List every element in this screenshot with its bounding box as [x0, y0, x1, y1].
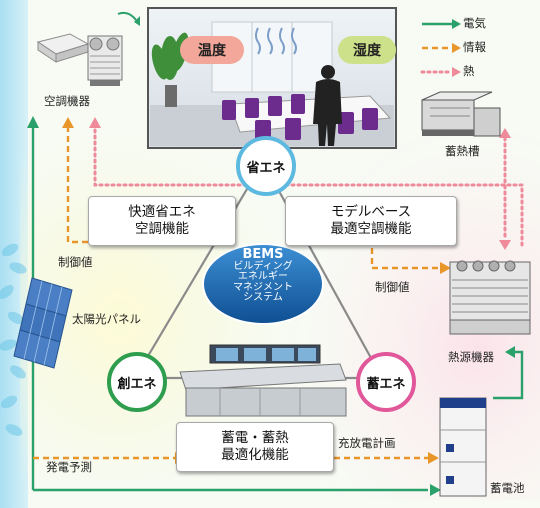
bems-console-illustration [179, 344, 347, 417]
control-value-right-label: 制御値 [375, 280, 410, 294]
battery-label: 蓄電池 [490, 481, 525, 495]
bems-line-2: エネルギー [238, 271, 288, 283]
legend-information-label: 情報 [463, 40, 486, 54]
solar-panel-label: 太陽光パネル [72, 312, 141, 326]
charge-plan-label: 充放電計画 [338, 436, 396, 450]
comfort-function-line-2: 空調機能 [135, 221, 189, 237]
air-conditioner-illustration [36, 33, 123, 86]
solar-panel-illustration [13, 277, 73, 369]
battery-illustration [439, 397, 487, 497]
model-function-line-2: 最適空調機能 [330, 221, 412, 237]
storage-function-line-1: 蓄電・蓄熱 [221, 430, 289, 447]
control-value-left-label: 制御値 [58, 255, 93, 269]
comfort-saving-function-box: 快適省エネ 空調機能 [88, 196, 236, 246]
legend-electricity-label: 電気 [463, 16, 486, 30]
humidity-pill: 湿度 [338, 36, 396, 64]
bems-line-4: システム [243, 292, 283, 304]
bems-line-1: ビルディング [233, 260, 293, 272]
comfort-function-line-1: 快適省エネ [128, 204, 196, 221]
bems-title: BEMS [242, 247, 284, 262]
model-function-line-1: モデルベース [330, 204, 412, 221]
bems-bubble [202, 243, 324, 325]
temperature-pill: 温度 [180, 36, 244, 64]
energy-saving-circle: 省エネ [236, 136, 296, 196]
energy-creation-circle: 創エネ [107, 352, 167, 412]
heat-source-label: 熱源機器 [448, 350, 494, 364]
model-based-function-box: モデルベース 最適空調機能 [285, 196, 457, 246]
generation-forecast-label: 発電予測 [46, 460, 92, 474]
thermal-tank-illustration [421, 91, 501, 137]
office-room-scene [147, 7, 397, 149]
storage-optimization-function-box: 蓄電・蓄熱 最適化機能 [176, 422, 334, 472]
legend-heat-label: 熱 [463, 64, 475, 78]
bems-bubble-text: BEMS ビルディング エネルギー マネジメント システム [203, 248, 323, 304]
storage-function-line-2: 最適化機能 [221, 447, 289, 463]
air-conditioner-label: 空調機器 [44, 94, 90, 108]
energy-storage-circle: 蓄エネ [356, 352, 416, 412]
heat-source-illustration [449, 260, 531, 335]
thermal-tank-label: 蓄熱槽 [445, 144, 480, 158]
bems-line-3: マネジメント [233, 281, 293, 293]
